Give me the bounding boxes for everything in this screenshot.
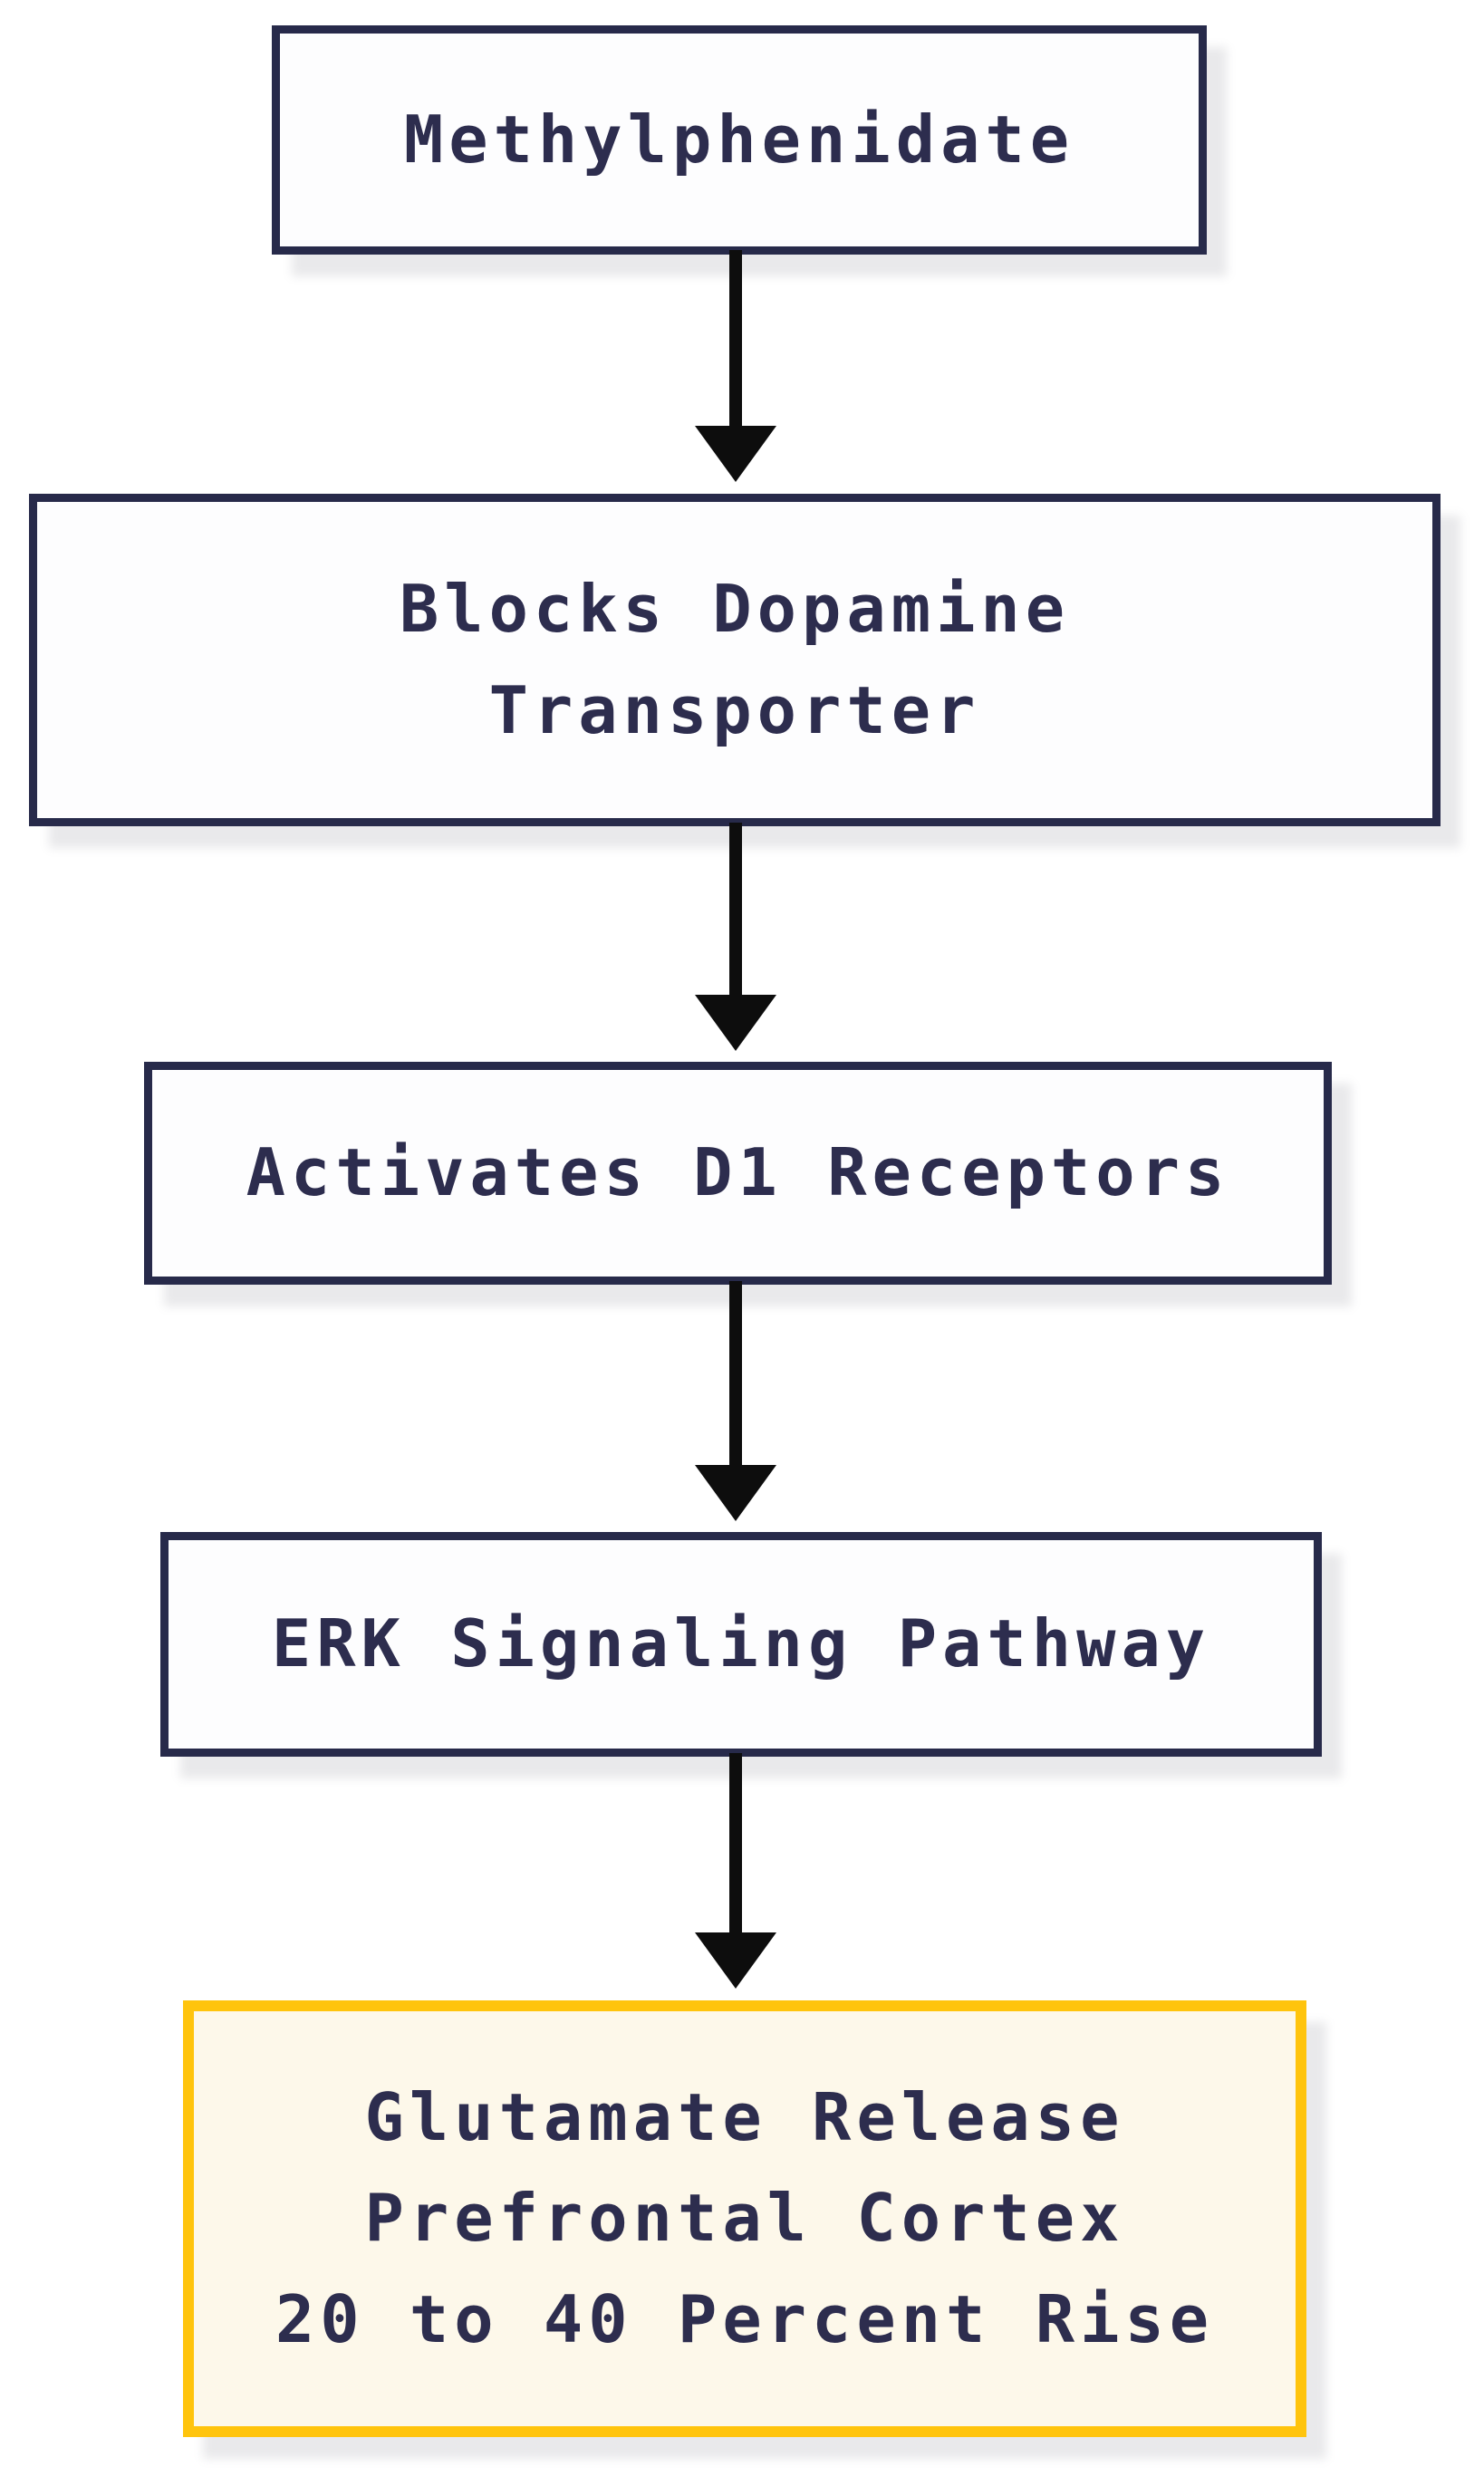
node-blocks-dopamine-transporter: Blocks Dopamine Transporter (29, 494, 1441, 826)
arrow-head-icon (695, 995, 776, 1051)
node-label: Activates D1 Receptors (246, 1134, 1230, 1211)
node-methylphenidate: Methylphenidate (272, 25, 1207, 255)
down-arrow (695, 823, 776, 1051)
node-label: Blocks Dopamine Transporter (399, 570, 1071, 748)
down-arrow (695, 1753, 776, 1989)
down-arrow (695, 250, 776, 482)
node-glutamate-release-highlight: Glutamate Release Prefrontal Cortex 20 t… (183, 2000, 1306, 2437)
arrow-head-icon (695, 1465, 776, 1521)
down-arrow (695, 1281, 776, 1521)
arrow-stem (729, 1281, 742, 1470)
arrow-stem (729, 1753, 742, 1938)
arrow-head-icon (695, 1932, 776, 1989)
node-activates-d1-receptors: Activates D1 Receptors (144, 1062, 1332, 1285)
node-label: Methylphenidate (403, 101, 1075, 178)
arrow-stem (729, 250, 742, 431)
arrow-head-icon (695, 426, 776, 482)
arrow-stem (729, 823, 742, 1000)
node-erk-signaling-pathway: ERK Signaling Pathway (160, 1532, 1322, 1757)
node-label: Glutamate Release Prefrontal Cortex 20 t… (275, 2078, 1215, 2357)
node-label: ERK Signaling Pathway (271, 1605, 1211, 1682)
